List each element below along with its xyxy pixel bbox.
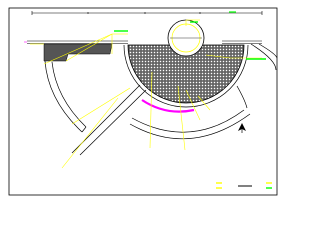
- paved-plaza: [127, 44, 245, 104]
- top-dimension-line: [31, 11, 263, 15]
- diagonal-walkway: [71, 84, 147, 156]
- site-plan-canvas: [8, 7, 278, 196]
- cad-drawing-sheet: [8, 7, 278, 196]
- plaza-outer-ring: [123, 44, 249, 108]
- leader-lines: [30, 19, 262, 169]
- drawing-frame: [8, 7, 278, 196]
- dark-platform: [43, 43, 113, 62]
- scale-legend: [216, 182, 272, 189]
- left-curved-walkway: [44, 60, 87, 133]
- curved-bench: [141, 99, 195, 113]
- path-top-edges: [24, 40, 262, 44]
- label-tags: [114, 21, 266, 60]
- right-walkway-arcs: [129, 43, 278, 140]
- north-arrow-icon: [238, 123, 246, 133]
